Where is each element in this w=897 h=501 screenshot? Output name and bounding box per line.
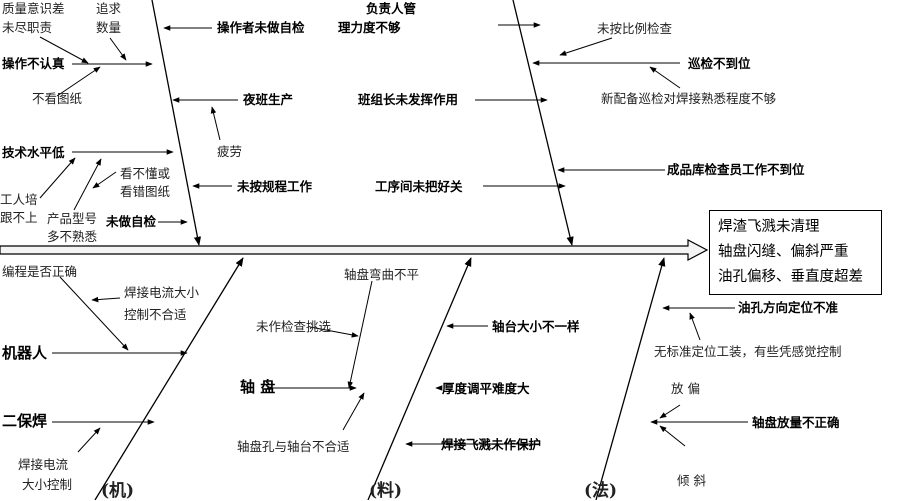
cause-label: 轴盘弯曲不平 [344, 267, 420, 282]
rib-man [151, 0, 202, 246]
cause-label: 控制不合适 [124, 307, 187, 322]
cause-label: 技术水平低 [2, 145, 65, 160]
cause-label: 不看图纸 [32, 91, 83, 106]
cause-label: 新配备巡检对焊接熟悉程度不够 [601, 91, 777, 106]
cause-label: 未做自检 [106, 214, 157, 229]
branch-arrows [39, 22, 748, 453]
cause-label: 机器人 [2, 344, 48, 362]
cause-label: 疲劳 [217, 144, 243, 159]
cause-label: 焊接飞溅未作保护 [441, 437, 542, 452]
cause-label: 多不熟悉 [47, 229, 98, 244]
cause-label: 焊接电流大小 [124, 285, 200, 300]
cause-label: 轴 盘 [240, 378, 276, 396]
cause-label: 未按比例检查 [597, 21, 673, 36]
cause-label: 负责人管 [366, 1, 417, 16]
cause-label: 操作者未做自检 [217, 20, 305, 35]
cause-label: 追求 [96, 1, 122, 16]
cause-label: 未作检查挑选 [256, 319, 332, 334]
cause-label: 编程是否正确 [2, 264, 78, 279]
cause-label: 轴盘孔与轴台不合适 [237, 439, 350, 454]
category-machine: (机) [101, 481, 135, 501]
cause-label: 无标准定位工装，有些凭感觉控制 [654, 344, 842, 359]
cause-label: 看不懂或 [120, 166, 171, 181]
effect-box: 焊渣飞溅未清理 轴盘闪缝、偏斜严重 油孔偏移、垂直度超差 [709, 210, 882, 295]
cause-label: 产品型号 [47, 211, 98, 226]
cause-label: 巡检不到位 [688, 56, 751, 71]
effect-line: 油孔偏移、垂直度超差 [718, 269, 863, 285]
cause-label: 大小控制 [22, 477, 73, 492]
cause-label: 未按规程工作 [237, 179, 313, 194]
cause-label: 倾 斜 [677, 473, 706, 488]
effect-line: 焊渣飞溅未清理 [718, 219, 820, 235]
rib-machine [94, 257, 244, 500]
cause-label: 二保焊 [2, 412, 48, 430]
cause-label: 焊接电流 [18, 457, 69, 472]
main-spine [0, 239, 709, 261]
cause-label: 成品库检查员工作不到位 [667, 162, 805, 177]
cause-label: 跟不上 [0, 210, 38, 225]
cause-label: 放 偏 [671, 381, 700, 396]
cause-label: 理力度不够 [338, 20, 401, 35]
cause-label: 工人培 [0, 192, 38, 207]
cause-label: 油孔方向定位不准 [738, 300, 839, 315]
cause-label: 夜班生产 [243, 92, 294, 107]
cause-label: 厚度调平难度大 [442, 381, 530, 396]
cause-label: 班组长未发挥作用 [358, 92, 459, 107]
effect-line: 轴盘闪缝、偏斜严重 [718, 244, 849, 260]
rib-management [512, 0, 574, 246]
cause-label: 质量意识差 [2, 1, 65, 16]
cause-label: 轴盘放量不正确 [752, 415, 840, 430]
cause-label: 看错图纸 [120, 184, 171, 199]
category-material: (料) [369, 481, 403, 501]
rib-method [595, 257, 666, 500]
category-method: (法) [584, 481, 618, 501]
rib-material [367, 257, 472, 500]
cause-label: 工序间未把好关 [375, 179, 463, 194]
cause-label: 数量 [96, 20, 122, 35]
cause-label: 操作不认真 [2, 56, 65, 71]
cause-label: 轴台大小不一样 [492, 319, 580, 334]
cause-label: 未尽职责 [2, 20, 53, 35]
